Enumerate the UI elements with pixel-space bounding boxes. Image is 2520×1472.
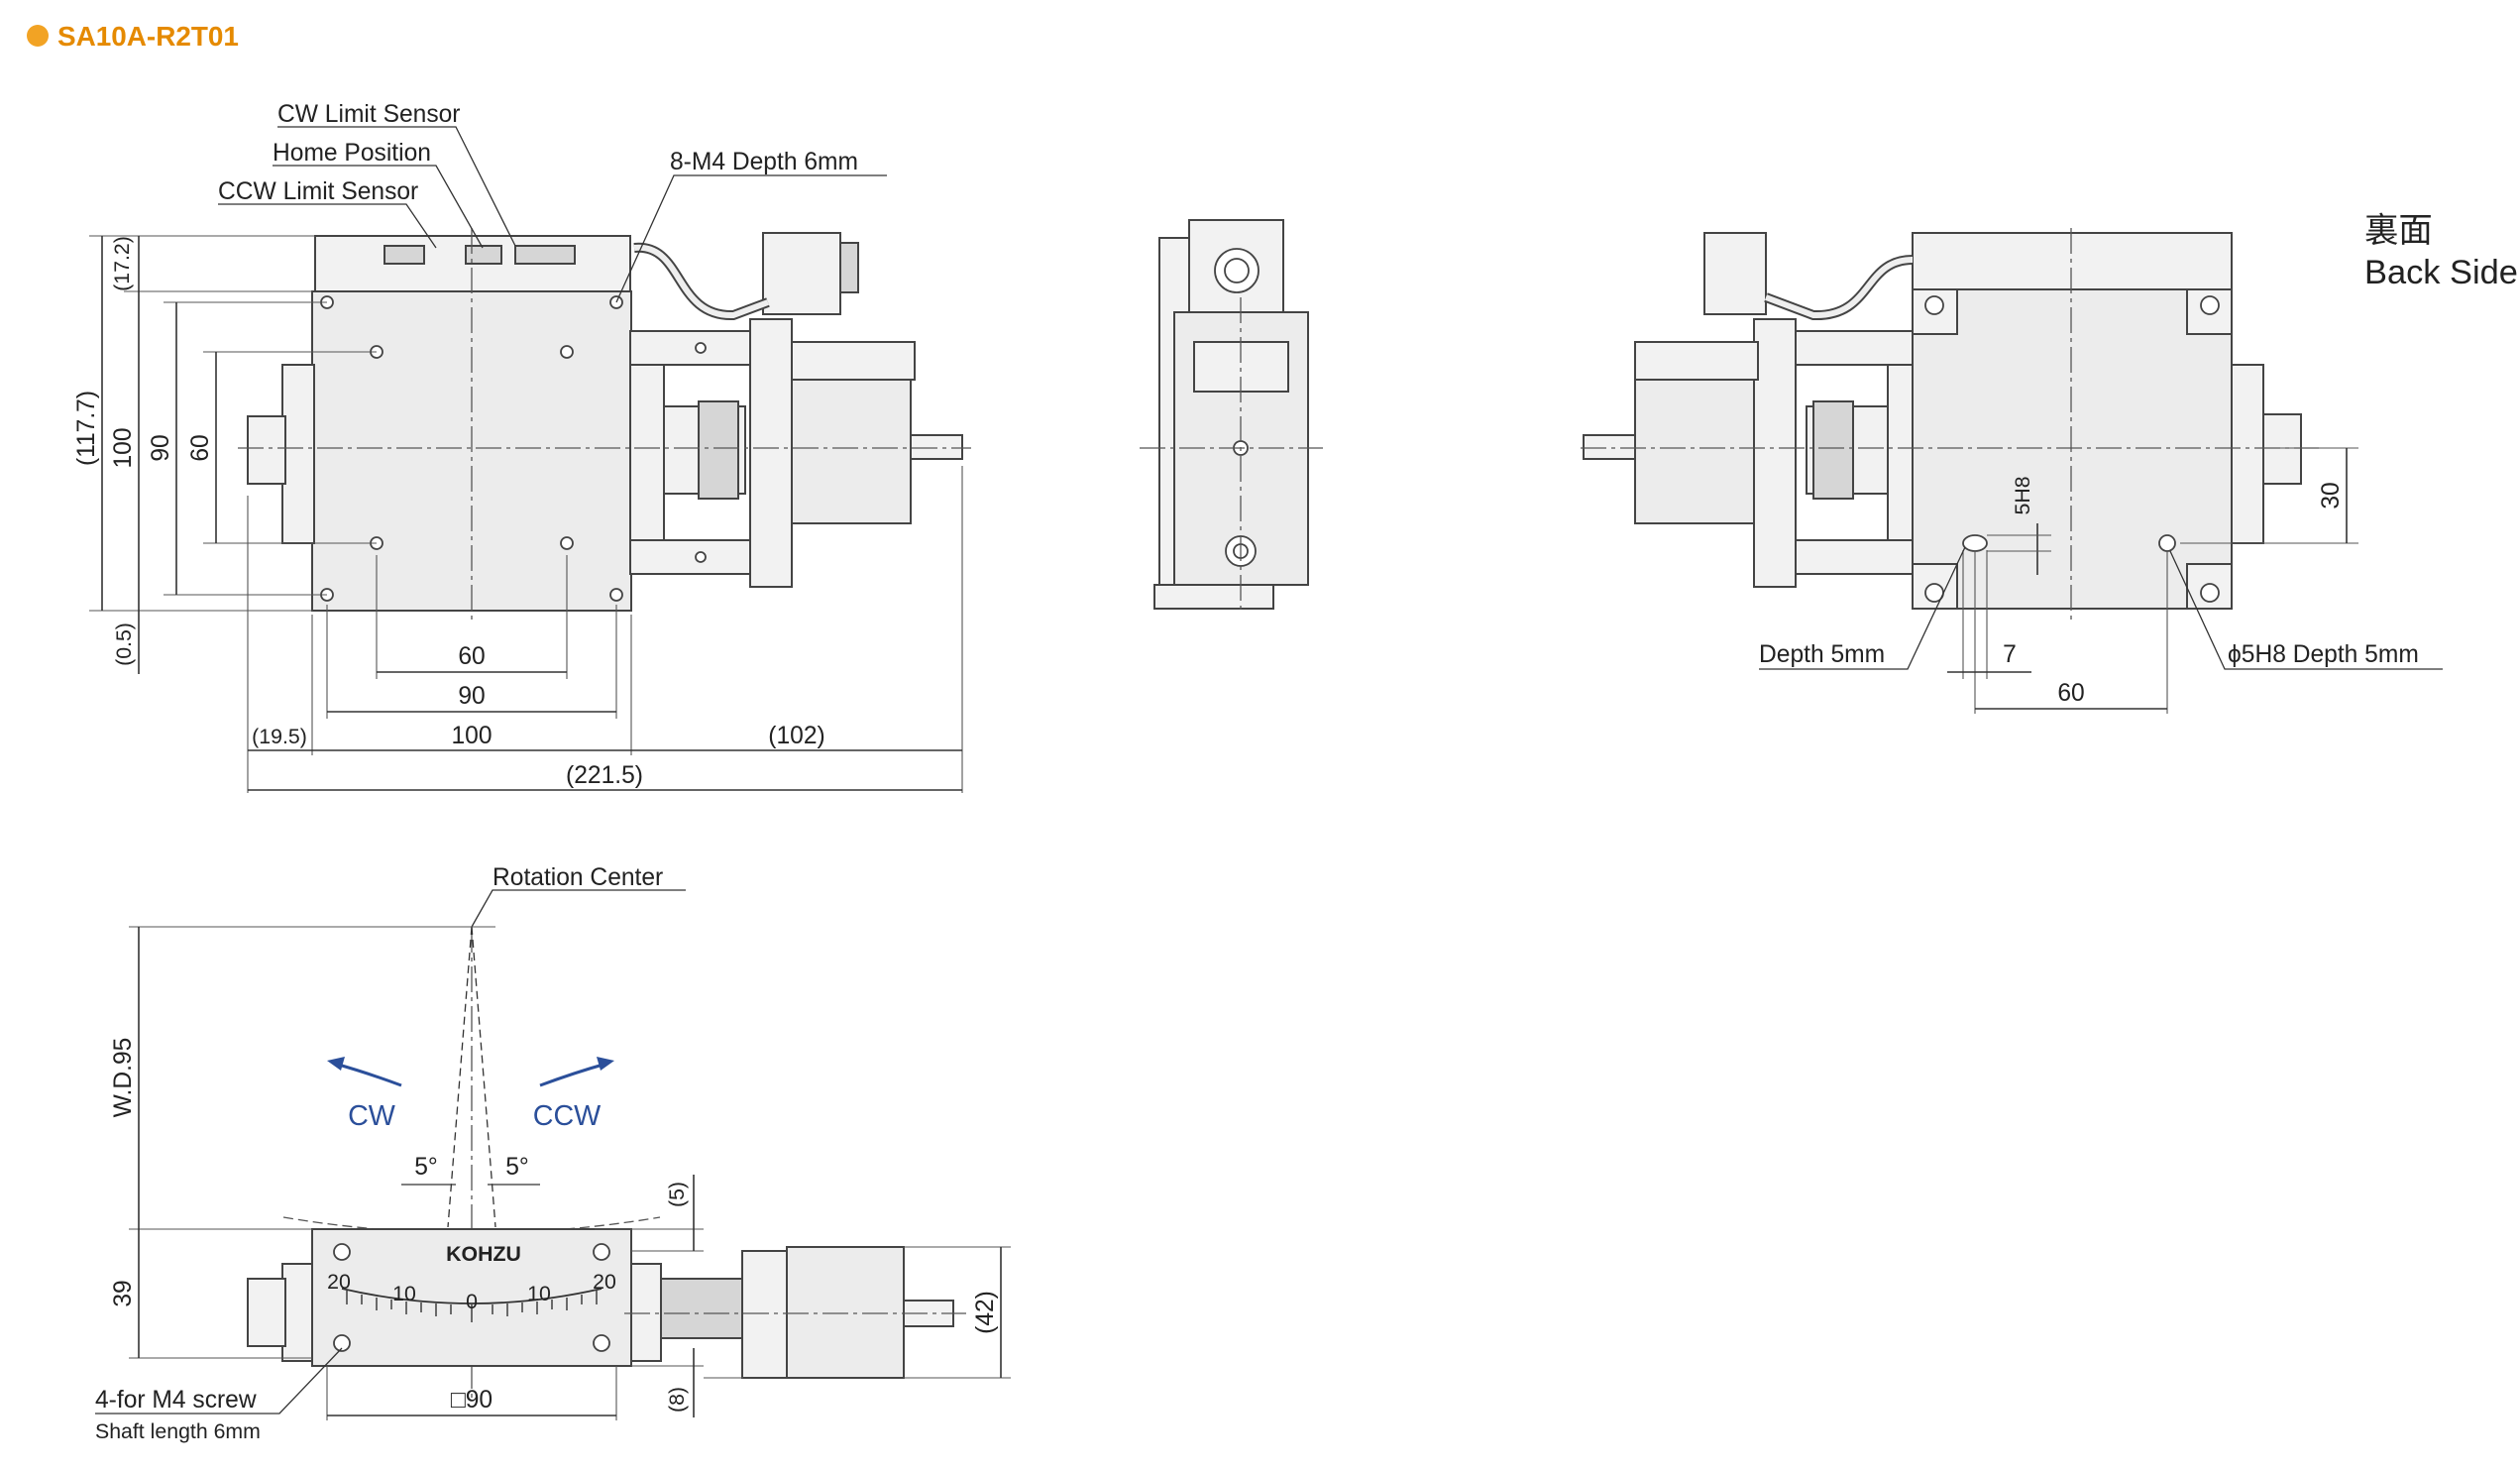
side-view <box>1140 219 1323 610</box>
motor <box>791 376 912 524</box>
label-5-deg-left: 5° <box>414 1154 438 1181</box>
dim-19-5: (19.5) <box>252 725 307 748</box>
label-back-side-en: Back Side <box>2364 254 2518 291</box>
motor-shaft <box>910 434 963 460</box>
front-motor <box>786 1246 905 1379</box>
slot-hole <box>1962 534 1988 552</box>
scale-label-left-10: 10 <box>392 1282 416 1305</box>
dim-39: 39 <box>110 1280 137 1306</box>
label-rotation-center: Rotation Center <box>493 864 663 891</box>
label-cw: CW <box>348 1100 395 1132</box>
title-bullet-icon <box>27 25 49 47</box>
dim-221-5: (221.5) <box>566 762 643 789</box>
motor-plate <box>749 318 793 588</box>
label-ccw: CCW <box>533 1100 602 1132</box>
back-body <box>1912 288 2233 610</box>
dim-wd-95: W.D.95 <box>110 1038 137 1118</box>
dim-8: (8) <box>665 1387 689 1413</box>
dim-7: 7 <box>2003 641 2017 668</box>
pin-hole <box>2158 534 2176 552</box>
label-back-side-jp: 裏面 <box>2364 212 2433 250</box>
scale-label-right-20: 20 <box>593 1270 616 1294</box>
connector <box>762 232 841 315</box>
back-view: 裏面 Back Side 30 5H8 7 60 Depth 5mm ϕ5H8 … <box>1581 212 2518 714</box>
dim-102: (102) <box>768 723 824 749</box>
label-5-deg-right: 5° <box>505 1154 529 1181</box>
label-shaft-length: Shaft length 6mm <box>95 1419 261 1443</box>
dim-60-vertical: 60 <box>187 434 214 461</box>
dim-60-back: 60 <box>2057 680 2084 707</box>
dim-90-horizontal: 90 <box>458 683 485 710</box>
dim-60-horizontal: 60 <box>458 643 485 670</box>
dim-5: (5) <box>665 1182 689 1207</box>
front-view: CW CCW 5° 5° 20 10 0 10 20 KOHZU <box>95 864 1011 1443</box>
label-ccw-limit-sensor: CCW Limit Sensor <box>218 178 418 205</box>
label-m4-screw: 4-for M4 screw <box>95 1387 257 1414</box>
dim-117-7: (117.7) <box>73 391 100 466</box>
scale-label-left-20: 20 <box>327 1270 351 1294</box>
dim-30: 30 <box>2318 482 2345 509</box>
dim-5h8: 5H8 <box>2011 476 2034 514</box>
label-m4-depth: 8-M4 Depth 6mm <box>670 149 858 175</box>
scale-label-0: 0 <box>466 1290 478 1313</box>
scale-label-right-10: 10 <box>527 1282 551 1305</box>
label-phi-5h8: ϕ5H8 Depth 5mm <box>2228 641 2419 668</box>
dim-0-5: (0.5) <box>112 623 136 666</box>
angle-scale <box>341 1288 603 1304</box>
front-stage-body <box>311 1228 632 1367</box>
cw-arrow-icon <box>334 1062 402 1087</box>
brand-logo: KOHZU <box>446 1242 521 1266</box>
dim-100-vertical: 100 <box>110 427 137 468</box>
dim-square-90: □90 <box>451 1387 493 1414</box>
dim-17-2: (17.2) <box>110 236 134 291</box>
drawing-title: SA10A-R2T01 <box>57 21 239 52</box>
label-home-position: Home Position <box>273 140 431 167</box>
ccw-arrow-icon <box>539 1062 607 1087</box>
label-cw-limit-sensor: CW Limit Sensor <box>277 101 461 128</box>
top-view: (117.7) (17.2) 100 90 60 (0.5) 60 90 (19… <box>73 101 971 793</box>
dim-90-vertical: 90 <box>148 434 174 461</box>
dim-42: (42) <box>972 1291 999 1334</box>
label-depth-5mm: Depth 5mm <box>1759 641 1885 668</box>
dim-100-horizontal: 100 <box>451 723 492 749</box>
